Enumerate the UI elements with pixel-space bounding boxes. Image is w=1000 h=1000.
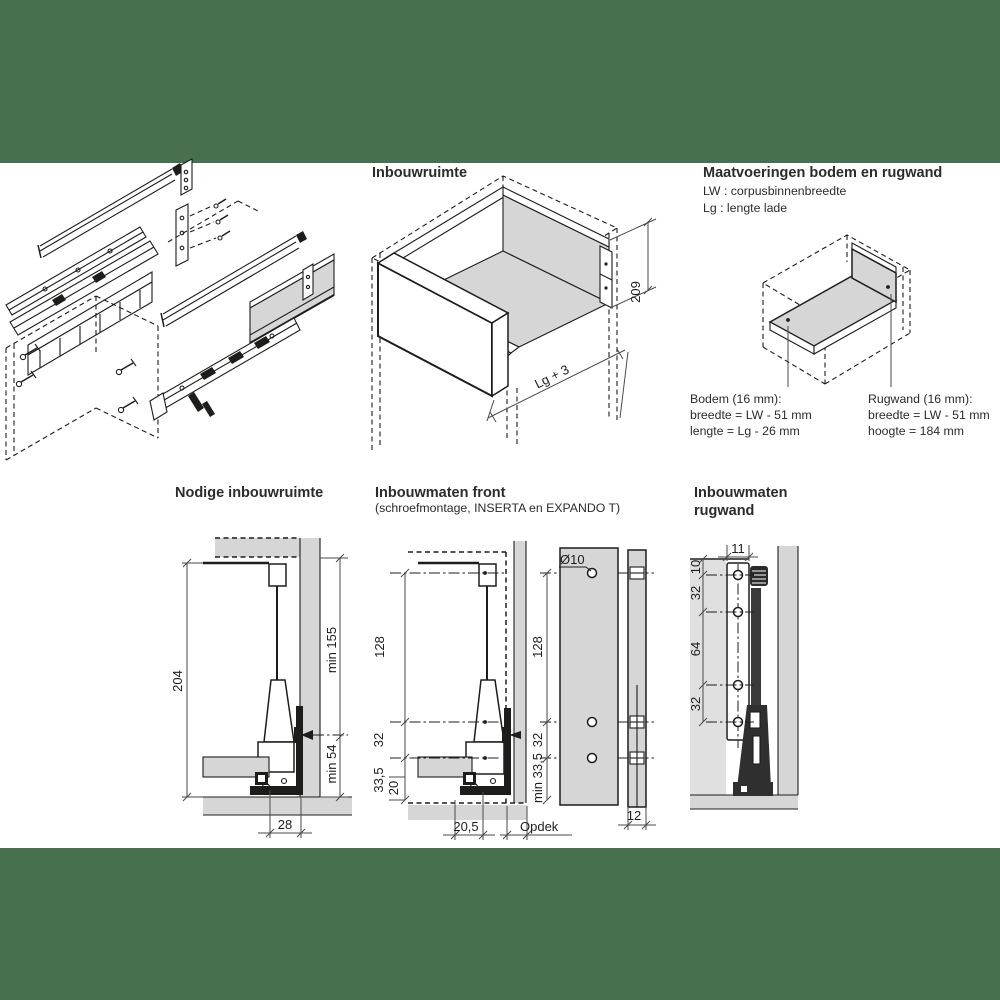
dim-33-5-left: 33,5 (371, 767, 386, 792)
title-inbouwruimte: Inbouwruimte (372, 165, 468, 181)
dim-11: 11 (731, 541, 745, 556)
bodem-note-line2: lengte = Lg - 26 mm (690, 424, 800, 438)
screw-icon (217, 230, 231, 241)
dim-hole-diameter: Ø10 (560, 552, 585, 567)
dim-28: 28 (278, 817, 292, 832)
title-inbouwmaten-rugwand-2: rugwand (694, 503, 755, 519)
dim-12-thickness: 12 (627, 808, 641, 823)
dim-128-left: 128 (372, 636, 387, 658)
dim-128-right: 128 (530, 636, 545, 658)
dim-min54: min 54 (324, 744, 339, 783)
title-nodige-inbouwruimte: Nodige inbouwruimte (175, 485, 324, 501)
dim-32-right: 32 (530, 733, 545, 747)
dim-32-top: 32 (688, 586, 703, 600)
rugwand-note-line1: breedte = LW - 51 mm (868, 408, 990, 422)
title-inbouwmaten-rugwand-1: Inbouwmaten (694, 485, 788, 501)
dim-32-left: 32 (371, 733, 386, 747)
dim-min-33-5-right: min 33,5 (530, 753, 545, 803)
dim-10: 10 (688, 560, 703, 574)
screw-icon (117, 396, 139, 414)
dim-64: 64 (688, 642, 703, 656)
nodige-inbouwruimte-drawing: 204 min 155 min 54 28 (170, 537, 352, 838)
rugwand-note: Rugwand (16 mm): breedte = LW - 51 mm ho… (868, 391, 990, 439)
rugwand-note-title: Rugwand (16 mm): (868, 392, 973, 406)
bodem-note: Bodem (16 mm): breedte = LW - 51 mm leng… (690, 391, 812, 439)
inbouwmaten-rugwand-drawing: 10 32 64 32 11 (688, 541, 799, 810)
bodem-rugwand-drawing (761, 234, 912, 387)
screw-icon (215, 214, 229, 225)
legend-lw: LW : corpusbinnenbreedte (703, 184, 847, 198)
screw-icon (115, 358, 137, 376)
title-maatvoeringen: Maatvoeringen bodem en rugwand (703, 165, 943, 181)
dim-20-5: 20,5 (453, 819, 478, 834)
screw-icon (15, 370, 37, 388)
subtitle-inbouwmaten-front: (schroefmontage, INSERTA en EXPANDO T) (375, 501, 621, 515)
opdek-label: Opdek (520, 819, 559, 834)
dim-209: 209 (628, 281, 643, 303)
dim-lg3: Lg + 3 (532, 362, 571, 392)
inbouwmaten-front-drawing: 128 32 33,5 20 20,5 Opdek Ø10 (371, 541, 656, 840)
title-inbouwmaten-front: Inbouwmaten front (375, 485, 506, 501)
exploded-assembly-drawing (5, 158, 335, 461)
dim-20-left: 20 (386, 781, 401, 795)
dim-204: 204 (170, 670, 185, 692)
screw-icon (19, 343, 41, 361)
legend-lg: Lg : lengte lade (703, 201, 788, 215)
rugwand-note-line2: hoogte = 184 mm (868, 424, 965, 438)
bodem-note-line1: breedte = LW - 51 mm (690, 408, 812, 422)
dim-32-bottom: 32 (688, 697, 703, 711)
screw-icon (213, 198, 227, 209)
dim-min155: min 155 (324, 627, 339, 673)
inbouwruimte-drawing: 209 Lg + 3 (370, 175, 657, 452)
bodem-note-title: Bodem (16 mm): (690, 392, 782, 406)
